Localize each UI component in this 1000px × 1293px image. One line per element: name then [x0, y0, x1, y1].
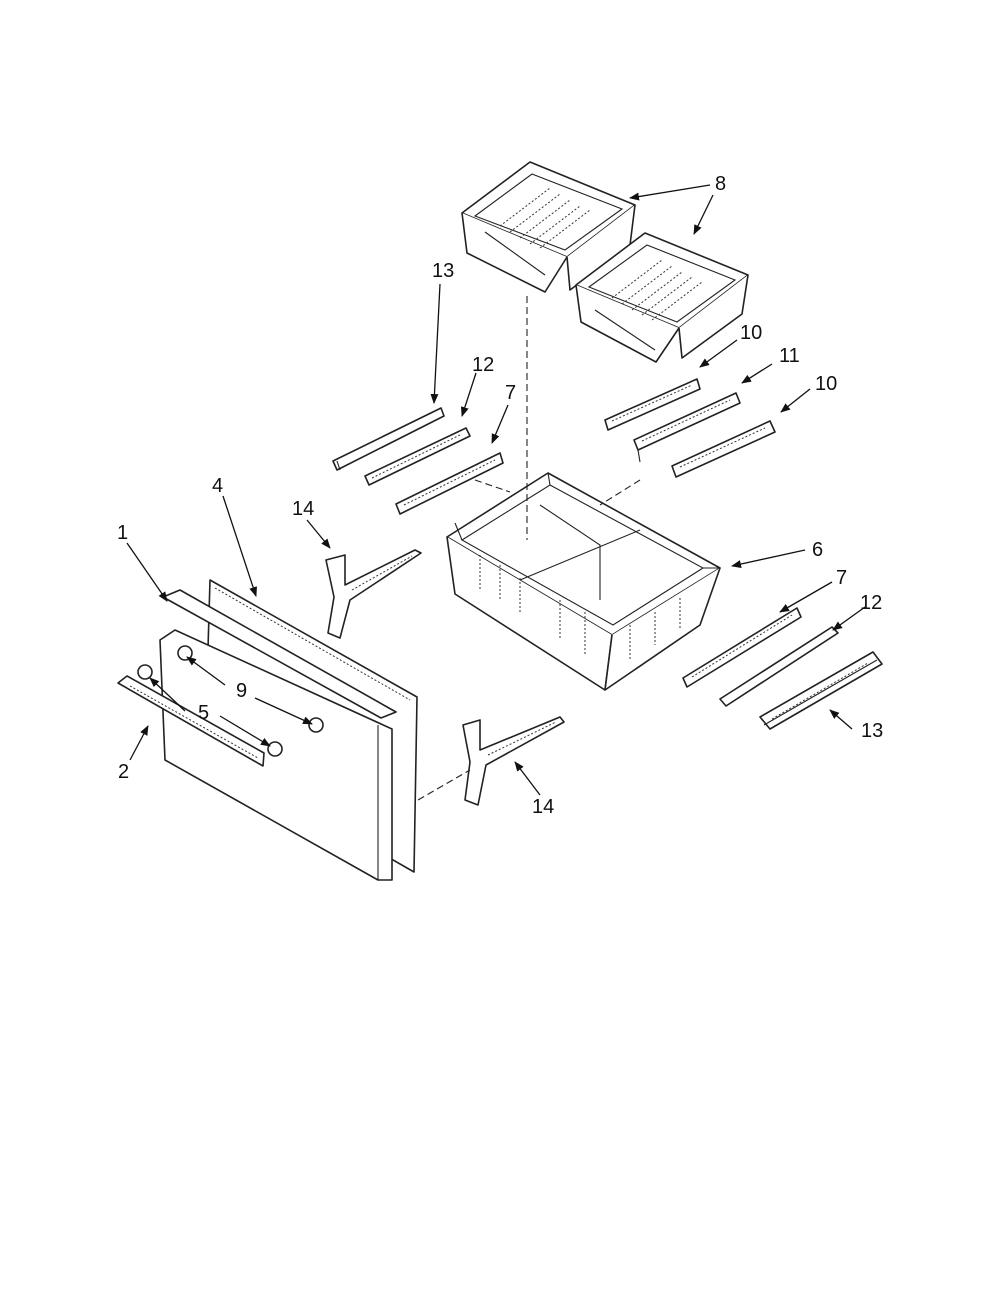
callout-13-top: 13 — [432, 260, 454, 282]
callout-8: 8 — [715, 173, 726, 195]
callout-10-bottom: 10 — [815, 373, 837, 395]
callout-2: 2 — [118, 761, 129, 783]
rail-7-left — [395, 452, 504, 515]
callout-9: 9 — [236, 680, 247, 702]
callout-4: 4 — [212, 475, 223, 497]
rail-7-right — [682, 607, 802, 688]
callout-6: 6 — [812, 539, 823, 561]
callout-11: 11 — [779, 345, 800, 367]
rail-13-left — [332, 407, 445, 471]
callout-14-bottom: 14 — [532, 796, 554, 818]
bracket-14-upper — [325, 549, 422, 639]
upper-basket-right — [575, 232, 749, 363]
upper-basket-left — [461, 161, 636, 293]
callout-13-bottom: 13 — [861, 720, 883, 742]
door-trim-1 — [162, 589, 397, 719]
rail-10-lower — [671, 420, 776, 478]
callout-7-bottom: 7 — [836, 567, 847, 589]
bracket-14-lower — [462, 716, 565, 806]
callout-labels: 8 13 12 7 10 11 10 14 4 1 6 7 12 9 5 13 … — [117, 173, 883, 818]
alignment-lines — [417, 296, 641, 801]
callout-12-bottom: 12 — [860, 592, 882, 614]
callout-5: 5 — [198, 702, 209, 724]
callout-1: 1 — [117, 522, 128, 544]
callout-14-top: 14 — [292, 498, 314, 520]
rail-12-right — [719, 626, 839, 707]
callout-7-top: 7 — [505, 382, 516, 404]
rail-11 — [633, 392, 741, 463]
leader-lines — [126, 184, 866, 796]
rail-10-upper — [604, 378, 701, 431]
callout-10-top: 10 — [740, 322, 762, 344]
rail-12-left — [364, 427, 471, 486]
door-handle-2 — [117, 675, 265, 767]
lower-basket — [446, 472, 721, 691]
callout-12-top: 12 — [472, 354, 494, 376]
rail-13-right — [759, 651, 883, 730]
